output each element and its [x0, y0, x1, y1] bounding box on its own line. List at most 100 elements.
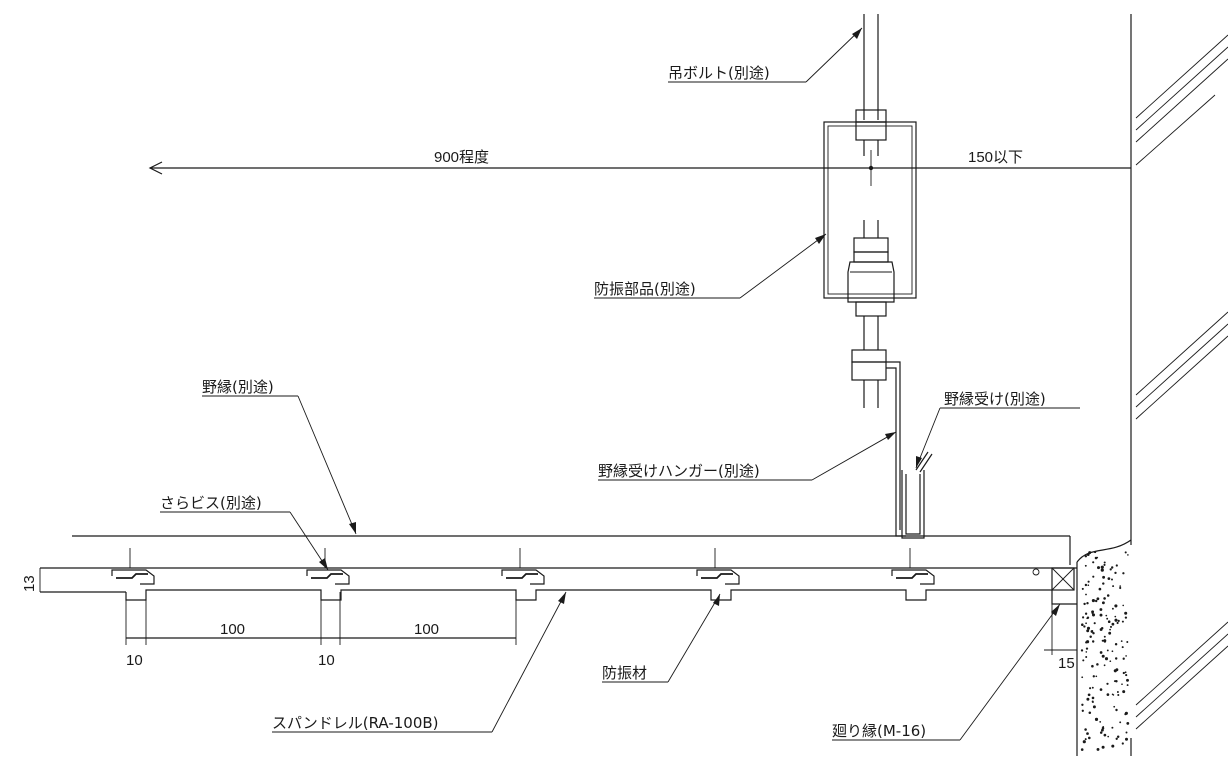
concrete-dot [1108, 631, 1112, 635]
leaders [160, 27, 1080, 741]
concrete-dot [1124, 611, 1128, 615]
label-furring-receiver: 野縁受け(別途) [944, 390, 1046, 408]
concrete-dot [1085, 593, 1087, 596]
concrete-dot [1085, 641, 1088, 644]
concrete-dot [1109, 568, 1112, 571]
concrete-dot [1095, 675, 1098, 678]
concrete-dot [1109, 628, 1111, 631]
spandrel-panels [40, 548, 1077, 605]
concrete-dot [1111, 607, 1114, 610]
concrete-dot [1082, 616, 1085, 619]
label-vibration-material: 防振材 [602, 664, 647, 682]
concrete-dot [1099, 613, 1103, 617]
concrete-dot [1086, 602, 1089, 605]
concrete-dot [1114, 604, 1118, 608]
concrete-dot [1099, 651, 1103, 654]
concrete-dot [1081, 676, 1084, 679]
concrete-dot [1101, 601, 1105, 605]
concrete-dot [1100, 565, 1104, 569]
concrete-dot [1122, 604, 1125, 607]
concrete-dot [1091, 700, 1094, 703]
concrete-dot [1122, 572, 1125, 575]
concrete-dot [1124, 671, 1127, 674]
concrete-dot [1085, 647, 1089, 650]
concrete-dot [1080, 748, 1084, 751]
concrete-dot [1081, 709, 1084, 712]
concrete-dot [1084, 738, 1087, 741]
panel-clip [306, 548, 350, 585]
concrete-dot [1115, 708, 1118, 712]
concrete-dot [1094, 717, 1099, 721]
concrete-dot [1119, 721, 1122, 724]
concrete-fill [1080, 550, 1130, 751]
concrete-dot [1082, 659, 1085, 662]
concrete-dot [1124, 551, 1127, 554]
concrete-dot [1109, 660, 1112, 663]
dimension-13: 13 [21, 568, 41, 592]
concrete-dot [1089, 635, 1092, 638]
labels: 吊ボルト(別途) 防振部品(別途) 野縁(別途) 野縁受け(別途) 野縁受けハン… [160, 64, 1046, 740]
concrete-dot [1107, 577, 1111, 580]
concrete-dot [1106, 594, 1110, 597]
concrete-dot [1121, 620, 1124, 623]
label-vibration-part: 防振部品(別途) [594, 280, 696, 298]
concrete-dot [1106, 649, 1109, 652]
label-hanging-bolt: 吊ボルト(別途) [668, 64, 770, 82]
concrete-dot [1114, 642, 1118, 646]
concrete-dot [1113, 680, 1117, 683]
concrete-dot [1089, 687, 1092, 690]
concrete-dot [1101, 728, 1104, 732]
concrete-dot [1103, 640, 1107, 643]
furring-receiver-channel [901, 451, 933, 539]
concrete-dot [1092, 675, 1095, 678]
concrete-dot [1106, 617, 1109, 620]
concrete-dot [1080, 649, 1084, 652]
concrete-dot [1098, 587, 1102, 591]
concrete-dot [1121, 683, 1123, 686]
concrete-dot [1087, 693, 1091, 697]
concrete-dot [1126, 678, 1129, 682]
concrete-dot [1125, 674, 1128, 677]
concrete-dot [1091, 640, 1095, 643]
concrete-dot [1081, 623, 1084, 626]
concrete-dot [1111, 566, 1114, 569]
label-countersunk-screw: さらビス(別途) [160, 494, 262, 512]
concrete-dot [1104, 657, 1109, 661]
dim-10-a: 10 [126, 652, 143, 669]
concrete-dot [1088, 736, 1091, 740]
concrete-dot [1081, 703, 1084, 706]
concrete-dot [1114, 615, 1117, 618]
concrete-dot [1111, 726, 1114, 729]
concrete-dot [1113, 705, 1116, 708]
dimension-15: 15 [1044, 604, 1078, 672]
concrete-dot [1103, 563, 1106, 566]
concrete-dot [1127, 554, 1129, 556]
hanging-bolt-assembly [823, 14, 917, 537]
concrete-dot [1107, 620, 1111, 623]
concrete-dot [1121, 646, 1124, 649]
concrete-dot [1086, 626, 1091, 630]
label-furring-receiver-hanger: 野縁受けハンガー(別途) [598, 462, 760, 480]
label-edge-trim: 廻り縁(M-16) [832, 722, 926, 740]
concrete-dot [1124, 711, 1128, 715]
concrete-dot [1126, 722, 1130, 725]
concrete-dot [1103, 664, 1106, 667]
concrete-dot [1117, 619, 1120, 623]
concrete-dot [1122, 671, 1125, 675]
concrete-dot [1084, 612, 1088, 615]
concrete-dot [1122, 657, 1125, 660]
concrete-dot [1091, 686, 1094, 689]
concrete-dot [1103, 597, 1106, 600]
dim-100-a: 100 [220, 621, 245, 638]
concrete-dot [1084, 583, 1088, 587]
concrete-dot [1125, 655, 1127, 657]
concrete-dot [1093, 622, 1096, 625]
leader-arrows [319, 28, 1060, 616]
concrete-dot [1102, 726, 1105, 728]
concrete-dot [1092, 575, 1095, 578]
concrete-dot [1120, 640, 1123, 642]
concrete-dot [1125, 737, 1128, 741]
dim-100-b: 100 [414, 621, 439, 638]
concrete-dot [1094, 599, 1098, 603]
concrete-dot [1117, 693, 1120, 697]
